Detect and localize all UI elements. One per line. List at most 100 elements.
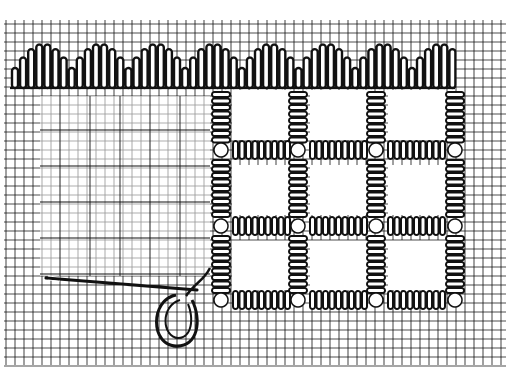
wrapped-bar-stitch bbox=[289, 186, 307, 191]
wrapped-bar-stitch bbox=[253, 141, 258, 159]
satin-stitch bbox=[142, 49, 148, 88]
satin-stitch bbox=[449, 49, 455, 88]
satin-stitch bbox=[328, 45, 334, 88]
bar-junction bbox=[214, 219, 228, 233]
satin-stitch bbox=[247, 58, 253, 88]
satin-stitch bbox=[417, 58, 423, 88]
wrapped-bar-stitch bbox=[246, 141, 251, 159]
wrapped-bar-stitch bbox=[401, 291, 406, 309]
wrapped-bar-stitch bbox=[367, 269, 385, 274]
satin-stitch bbox=[271, 45, 277, 88]
wrapped-bar-stitch bbox=[289, 236, 307, 241]
wrapped-bar-stitch bbox=[343, 217, 348, 235]
wrapped-bar-stitch bbox=[414, 291, 419, 309]
wrapped-bar-stitch bbox=[212, 275, 230, 280]
wrapped-bar-stitch bbox=[317, 217, 322, 235]
satin-stitch bbox=[198, 49, 204, 88]
bar-junction bbox=[369, 293, 383, 307]
wrapped-bar-stitch bbox=[367, 262, 385, 267]
wrapped-bar-stitch bbox=[289, 199, 307, 204]
wrapped-bar-stitch bbox=[289, 118, 307, 123]
wrapped-bar-stitch bbox=[289, 131, 307, 136]
wrapped-bar-stitch bbox=[362, 291, 367, 309]
wrapped-bar-stitch bbox=[356, 217, 361, 235]
wrapped-bar-stitch bbox=[343, 141, 348, 159]
wrapped-bar-stitch bbox=[212, 125, 230, 130]
wrapped-bar-stitch bbox=[414, 217, 419, 235]
satin-stitch bbox=[190, 58, 196, 88]
wrapped-bar-stitch bbox=[212, 160, 230, 165]
wrapped-bar-stitch bbox=[367, 112, 385, 117]
wrapped-bar-stitch bbox=[349, 217, 354, 235]
wrapped-bar-stitch bbox=[434, 141, 439, 159]
wrapped-bar-stitch bbox=[212, 112, 230, 117]
satin-stitch bbox=[182, 68, 188, 88]
wrapped-bar-stitch bbox=[289, 262, 307, 267]
satin-stitch bbox=[77, 58, 83, 88]
wrapped-bar-stitch bbox=[446, 243, 464, 248]
satin-stitch bbox=[158, 45, 164, 88]
satin-stitch bbox=[393, 49, 399, 88]
bar-junction bbox=[448, 143, 462, 157]
wrapped-bar-stitch bbox=[427, 291, 432, 309]
bar-junction bbox=[214, 293, 228, 307]
wrapped-bar-stitch bbox=[446, 131, 464, 136]
wrapped-bar-stitch bbox=[289, 256, 307, 261]
satin-stitch bbox=[312, 49, 318, 88]
wrapped-bar-stitch bbox=[434, 291, 439, 309]
satin-stitch bbox=[36, 45, 42, 88]
wrapped-bar-stitch bbox=[323, 291, 328, 309]
satin-stitch bbox=[320, 45, 326, 88]
wrapped-bar-stitch bbox=[349, 141, 354, 159]
wrapped-bar-stitch bbox=[289, 180, 307, 185]
withdrawn-thread-area bbox=[40, 96, 210, 276]
wrapped-bar-stitch bbox=[367, 193, 385, 198]
wrapped-bar-stitch bbox=[446, 92, 464, 97]
satin-stitch bbox=[44, 45, 50, 88]
wrapped-bar-stitch bbox=[427, 141, 432, 159]
satin-stitch bbox=[360, 58, 366, 88]
wrapped-bar-stitch bbox=[279, 217, 284, 235]
satin-stitch bbox=[344, 58, 350, 88]
satin-stitch bbox=[53, 49, 59, 88]
wrapped-bar-stitch bbox=[289, 275, 307, 280]
satin-stitch bbox=[109, 49, 115, 88]
wrapped-bar-stitch bbox=[440, 217, 445, 235]
wrapped-bar-stitch bbox=[310, 217, 315, 235]
wrapped-bar-stitch bbox=[388, 217, 393, 235]
wrapped-bar-stitch bbox=[367, 236, 385, 241]
wrapped-bar-stitch bbox=[212, 269, 230, 274]
satin-stitch bbox=[296, 68, 302, 88]
wrapped-bar-stitch bbox=[310, 291, 315, 309]
wrapped-bar-stitch bbox=[440, 141, 445, 159]
wrapped-bar-stitch bbox=[233, 141, 238, 159]
satin-stitch bbox=[304, 58, 310, 88]
satin-stitch bbox=[215, 45, 221, 88]
wrapped-bar-stitch bbox=[272, 291, 277, 309]
wrapped-bar-stitch bbox=[289, 193, 307, 198]
wrapped-bar-stitch bbox=[446, 282, 464, 287]
wrapped-bar-stitch bbox=[367, 105, 385, 110]
wrapped-bar-stitch bbox=[233, 217, 238, 235]
wrapped-bar-stitch bbox=[266, 217, 271, 235]
wrapped-bar-stitch bbox=[212, 131, 230, 136]
wrapped-bar-stitch bbox=[246, 291, 251, 309]
wrapped-bar-stitch bbox=[266, 141, 271, 159]
wrapped-bar-stitch bbox=[367, 256, 385, 261]
wrapped-bar-stitch bbox=[446, 167, 464, 172]
satin-stitch bbox=[61, 58, 67, 88]
wrapped-bar-stitch bbox=[259, 141, 264, 159]
wrapped-bar-stitch bbox=[289, 212, 307, 217]
satin-stitch bbox=[117, 58, 123, 88]
satin-stitch bbox=[401, 58, 407, 88]
wrapped-bar-stitch bbox=[330, 141, 335, 159]
wrapped-bar-stitch bbox=[408, 291, 413, 309]
wrapped-bar-stitch bbox=[367, 125, 385, 130]
bar-junction bbox=[369, 219, 383, 233]
satin-stitch bbox=[125, 68, 131, 88]
wrapped-bar-stitch bbox=[212, 105, 230, 110]
satin-stitch bbox=[20, 58, 26, 88]
wrapped-bar-stitch bbox=[388, 291, 393, 309]
wrapped-bar-stitch bbox=[317, 141, 322, 159]
wrapped-bar-stitch bbox=[330, 291, 335, 309]
